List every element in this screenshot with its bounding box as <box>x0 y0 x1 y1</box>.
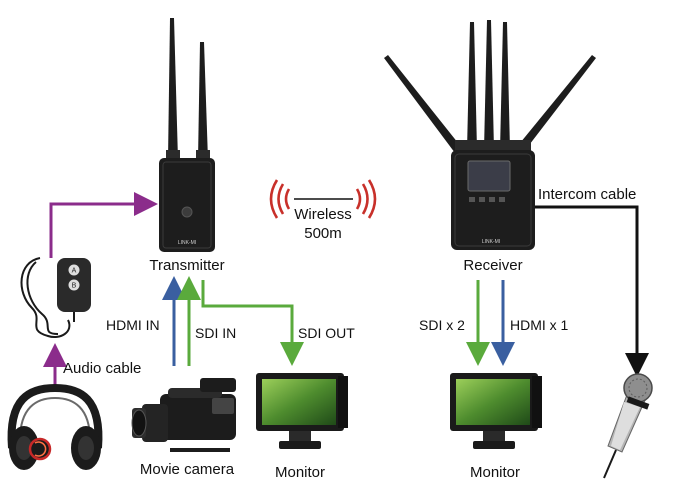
remote-button-b: B <box>72 283 77 290</box>
movie-camera-label: Movie camera <box>139 461 235 478</box>
intercom-cable-line <box>535 205 649 377</box>
sdi-in-label: SDI IN <box>195 325 237 341</box>
transmitter-device: LINK-MI <box>159 18 215 252</box>
receiver-antenna-center <box>484 20 494 150</box>
monitor-left-screen <box>262 379 336 425</box>
sdi-x2-label: SDI x 2 <box>419 317 465 333</box>
receiver-lcd-screen <box>467 160 511 192</box>
transmitter-antenna-left <box>168 18 178 160</box>
receiver-label: Receiver <box>463 257 523 274</box>
wireless-label: Wireless <box>294 206 352 223</box>
monitor-right-device <box>450 373 542 449</box>
receiver-antenna-inner-right <box>500 22 510 150</box>
monitor-right-screen <box>456 379 530 425</box>
audio-cable-to-transmitter-line <box>49 192 158 258</box>
intercom-cable-label: Intercom cable <box>538 186 637 203</box>
receiver-antenna-outer-right <box>516 55 596 153</box>
sdi-out-label: SDI OUT <box>298 325 355 341</box>
monitor-left-label: Monitor <box>274 464 326 481</box>
transmitter-antenna-right <box>198 42 208 160</box>
audio-remote-control: A B <box>20 257 91 338</box>
remote-button-a: A <box>72 268 77 275</box>
wireless-signal-icon <box>269 179 377 219</box>
movie-camera <box>131 378 236 452</box>
monitor-left-device <box>256 373 348 449</box>
headphones <box>7 383 103 470</box>
receiver-antenna-outer-left <box>384 55 462 153</box>
monitor-right-label: Monitor <box>469 464 521 481</box>
transmitter-fan-hole <box>181 206 193 218</box>
hdmi-x1-label: HDMI x 1 <box>510 317 569 333</box>
receiver-antenna-inner-left <box>467 22 477 150</box>
range-label: 500m <box>304 225 342 242</box>
audio-cable-label: Audio cable <box>63 360 142 377</box>
hdmi-in-label: HDMI IN <box>106 317 160 333</box>
sdi-out-line <box>201 280 304 366</box>
microphone <box>603 373 653 479</box>
receiver-device: LINK-MI <box>384 20 596 250</box>
transmitter-brand-mark: LINK-MI <box>178 240 196 246</box>
receiver-brand-mark: LINK-MI <box>482 239 500 245</box>
transmitter-label: Transmitter <box>149 257 225 274</box>
